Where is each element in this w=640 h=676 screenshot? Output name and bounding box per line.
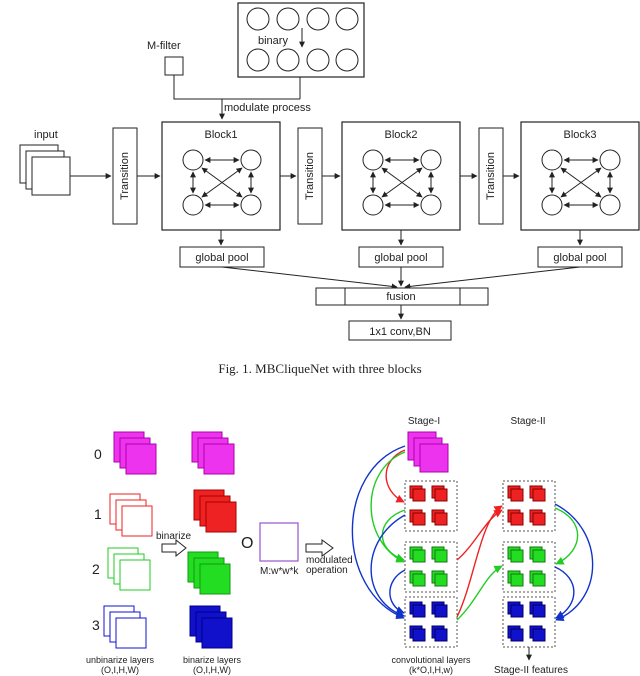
binary-label: binary [258, 35, 288, 47]
binarize-layer-0 [191, 431, 235, 475]
transition-3 [478, 127, 504, 225]
unbinarize-label: unbinarize layers [86, 655, 155, 665]
mfilter-dims: M:w*w*k [260, 566, 299, 577]
block-1: Block1 [161, 121, 281, 231]
stage-2-features-label: Stage-II features [494, 665, 568, 676]
conv-bn-box [348, 320, 452, 341]
binarize-arrow [161, 538, 187, 558]
layer-number-0: 0 [94, 446, 102, 462]
modulated-arrow [305, 539, 334, 557]
stage-2-label: Stage-II [510, 416, 545, 427]
stage-transition-connections [456, 505, 503, 621]
stage-2-layer-1 [502, 480, 556, 532]
global-pool-3-label: global pool [553, 252, 606, 264]
unbinarize-layer-0 [113, 431, 157, 475]
layer-number-3: 3 [92, 617, 100, 633]
figure-2: 0 1 2 3 unbinarize layers (O,I,H,W) bina [86, 416, 594, 676]
mfilter-connector [173, 75, 300, 100]
conv-bn-label: 1x1 conv,BN [369, 326, 431, 338]
transition-2-label: Transition [304, 152, 316, 200]
stage-1-connections [351, 445, 406, 620]
layer-number-2: 2 [92, 561, 100, 577]
block-3: Block3 [520, 121, 640, 231]
conv-layers-dims: (k*O,I,H,w) [409, 665, 453, 675]
modulate-label: modulate process [224, 102, 311, 114]
mfilter-label: M-filter [147, 40, 181, 52]
figure-1: binary M-filter modulate process input T… [19, 2, 640, 376]
binarize-layer-2 [187, 551, 231, 595]
stage-2-layer-3 [502, 596, 556, 648]
stage-1-layer-2 [404, 541, 458, 593]
binary-filter-box: binary [237, 2, 365, 78]
block-2: Block2 [341, 121, 461, 231]
layer-number-1: 1 [94, 506, 102, 522]
figure-1-caption: Fig. 1. MBCliqueNet with three blocks [218, 361, 421, 376]
stage-1-layer-0 [407, 431, 449, 473]
binarize-label: binarize [156, 531, 191, 542]
global-pool-1-label: global pool [195, 252, 248, 264]
fusion-label: fusion [386, 291, 415, 303]
binarize-layers-label: binarize layers [183, 655, 242, 665]
block-3-label: Block3 [563, 129, 596, 141]
binarize-layer-3 [189, 605, 233, 649]
modulated-label-1: modulated [306, 555, 353, 566]
mfilter-box [164, 56, 184, 76]
fusion-bar: fusion [315, 287, 489, 306]
stage-2-connections [554, 503, 594, 622]
block-2-label: Block2 [384, 129, 417, 141]
input-label: input [34, 129, 58, 141]
stage-2-layer-2 [502, 541, 556, 593]
stage-1-layer-3 [404, 596, 458, 648]
modulated-label-2: operation [306, 565, 348, 576]
conv-layers-label: convolutional layers [391, 655, 471, 665]
unbinarize-layer-2 [107, 547, 151, 591]
binarize-layer-1 [193, 489, 237, 533]
mfilter-square [259, 522, 299, 562]
input-stack-icon [19, 144, 71, 196]
transition-2 [297, 127, 323, 225]
binarize-layers-dims: (O,I,H,W) [193, 665, 231, 675]
unbinarize-layer-3 [103, 605, 147, 649]
operator-symbol: O [241, 535, 253, 552]
transition-1-label: Transition [119, 152, 131, 200]
transition-1 [112, 127, 138, 225]
block-1-label: Block1 [204, 129, 237, 141]
stage-1-label: Stage-I [408, 416, 440, 427]
unbinarize-dims: (O,I,H,W) [101, 665, 139, 675]
transition-3-label: Transition [485, 152, 497, 200]
stage-1-layer-1 [404, 480, 458, 532]
unbinarize-layer-1 [109, 493, 153, 537]
global-pool-2-label: global pool [374, 252, 427, 264]
